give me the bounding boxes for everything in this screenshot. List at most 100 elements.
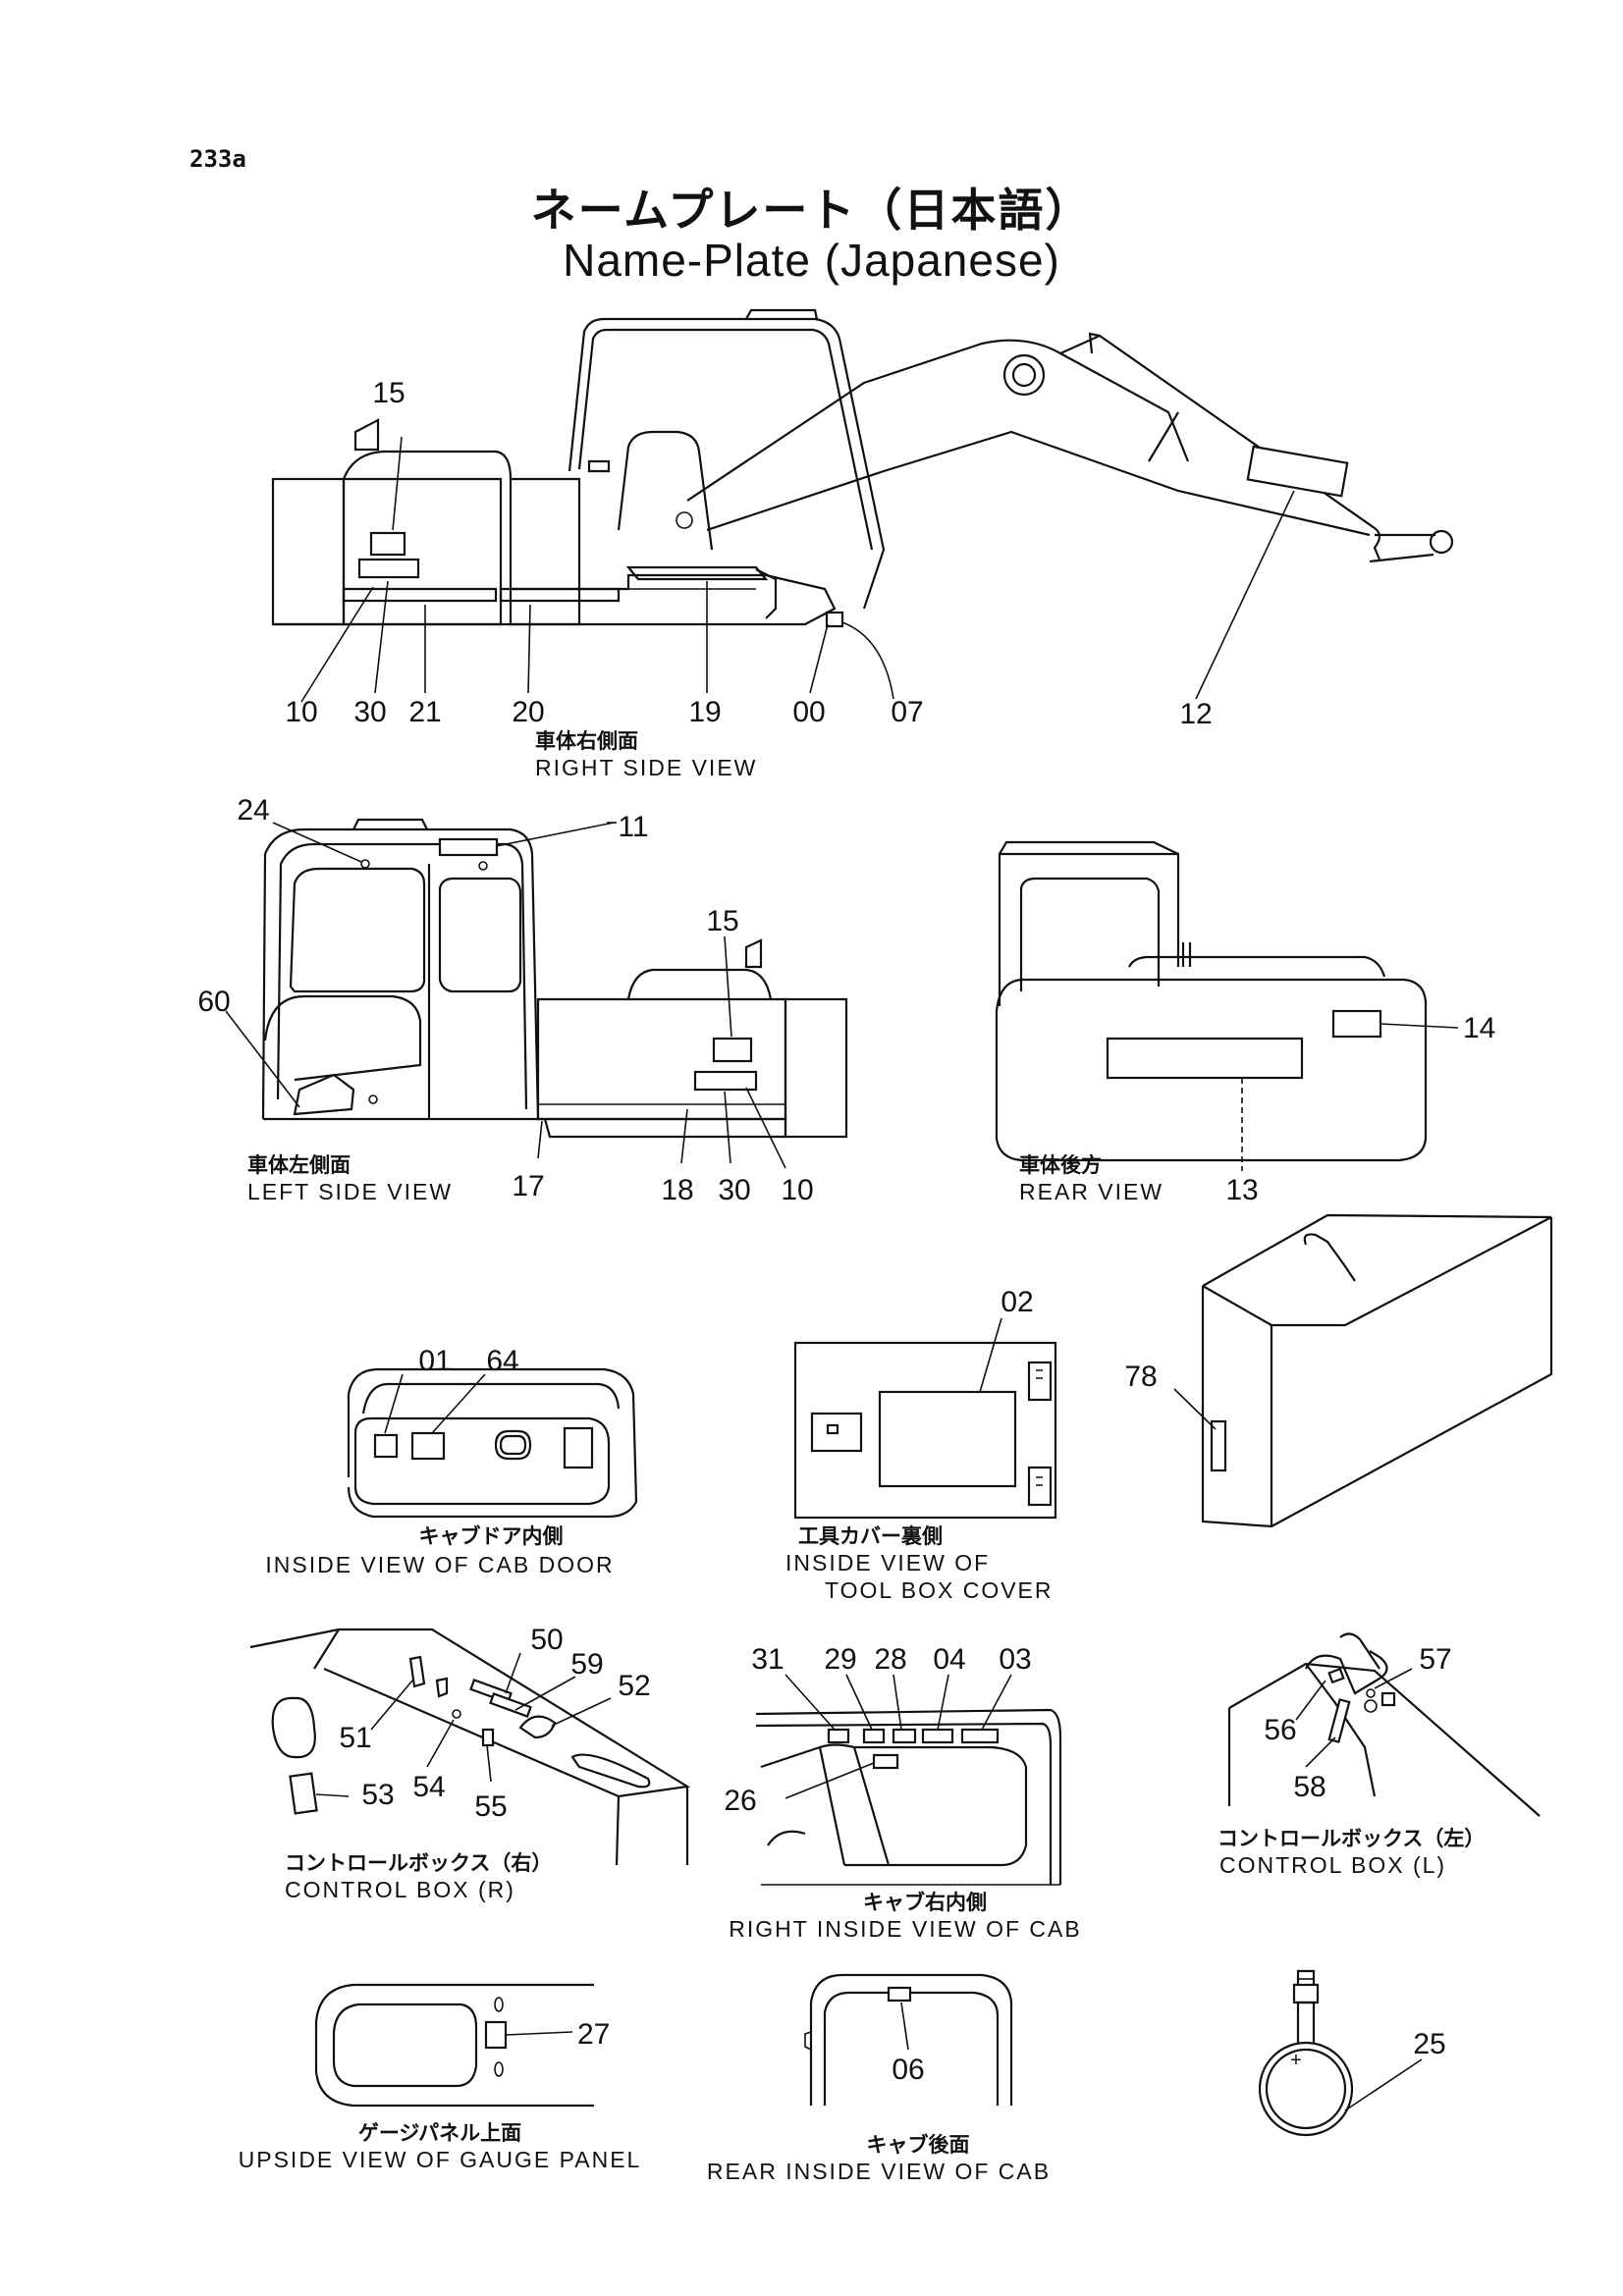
part-label: 11 bbox=[618, 811, 648, 843]
part-label: 13 bbox=[1225, 1174, 1258, 1206]
gauge-outline bbox=[314, 1983, 594, 2108]
rs-plate-30 bbox=[357, 558, 420, 579]
control-box-r-view: 50 59 52 51 54 53 55 コントロールボックス（右） CONTR… bbox=[249, 1624, 691, 1902]
title-japanese: ネームプレート（日本語） bbox=[530, 184, 1093, 237]
part-label: 30 bbox=[353, 696, 386, 728]
rs-engine-hood bbox=[342, 477, 503, 626]
part-label: 02 bbox=[1001, 1286, 1033, 1318]
ls-plate-11 bbox=[438, 837, 499, 857]
part-label: 18 bbox=[661, 1174, 693, 1206]
part-label: 60 bbox=[197, 986, 230, 1018]
caption-en-1: INSIDE VIEW OF bbox=[785, 1550, 990, 1575]
rs-plate-15 bbox=[369, 531, 406, 557]
part-label: 27 bbox=[577, 2018, 610, 2051]
ls-window-door bbox=[438, 877, 522, 993]
part-label: 21 bbox=[408, 696, 441, 728]
part-label: 00 bbox=[792, 696, 825, 728]
svg-text:+: + bbox=[1290, 2050, 1302, 2071]
cabrear-plate-06 bbox=[887, 1986, 912, 2002]
rv-plate-14 bbox=[1331, 1009, 1382, 1039]
part-label: 24 bbox=[237, 794, 269, 827]
part-label: 50 bbox=[530, 1624, 563, 1656]
caption-jp: コントロールボックス（右） bbox=[285, 1851, 552, 1875]
part-label: 29 bbox=[824, 1643, 856, 1676]
cri-plate-03 bbox=[960, 1728, 1000, 1744]
page-number: 233a bbox=[189, 145, 246, 173]
part-label: 51 bbox=[339, 1722, 371, 1754]
part-label: 12 bbox=[1179, 698, 1212, 730]
part-label: 59 bbox=[570, 1648, 603, 1681]
caption-en: RIGHT SIDE VIEW bbox=[535, 755, 757, 780]
rv-plate-13 bbox=[1106, 1037, 1304, 1080]
rv-counterweight bbox=[995, 978, 1428, 1162]
rs-plate-00 bbox=[825, 611, 844, 628]
part-label: 53 bbox=[361, 1779, 394, 1811]
ls-window-front bbox=[289, 867, 426, 993]
caption-en-2: TOOL BOX COVER bbox=[825, 1577, 1054, 1603]
cri-plate-31 bbox=[827, 1728, 850, 1744]
part-label: 56 bbox=[1264, 1714, 1296, 1746]
cbr-plate-53 bbox=[289, 1772, 318, 1815]
part-label: 26 bbox=[724, 1785, 756, 1817]
part-label: 58 bbox=[1293, 1771, 1325, 1803]
rs-plate-12 bbox=[1246, 445, 1349, 498]
rs-frame bbox=[273, 573, 837, 626]
caption-en: LEFT SIDE VIEW bbox=[247, 1179, 453, 1204]
ls-cab bbox=[261, 828, 540, 1120]
caption-jp: 工具カバー裏側 bbox=[798, 1524, 943, 1548]
cbl-plate-58 bbox=[1327, 1698, 1351, 1743]
caption-jp: 車体右側面 bbox=[535, 729, 638, 753]
control-box-l-view: 57 56 58 コントロールボックス（左） CONTROL BOX (L) bbox=[1217, 1632, 1541, 1878]
ls-counterweight bbox=[784, 997, 848, 1139]
toolbox-outline bbox=[793, 1341, 1057, 1520]
part-label: 28 bbox=[874, 1643, 906, 1676]
caption-jp: キャブ右内側 bbox=[863, 1891, 987, 1914]
part-label: 17 bbox=[512, 1170, 544, 1202]
cab-door-view: 01 64 キャブドア内側 INSIDE VIEW OF CAB DOOR bbox=[265, 1345, 638, 1577]
part-label: 03 bbox=[999, 1643, 1031, 1676]
caption-en: REAR VIEW bbox=[1019, 1179, 1163, 1204]
door-outline bbox=[347, 1367, 638, 1519]
right-side-view: 15 10 30 21 20 19 00 07 12 車体右側面 RIGHT S… bbox=[271, 308, 1454, 780]
caption-jp: ゲージパネル上面 bbox=[358, 2121, 521, 2145]
cbr-plate-55 bbox=[481, 1728, 495, 1747]
part-label: 10 bbox=[781, 1174, 813, 1206]
caption-jp: コントロールボックス（左） bbox=[1217, 1827, 1485, 1850]
caption-en: UPSIDE VIEW OF GAUGE PANEL bbox=[239, 2147, 642, 2172]
part-label: 04 bbox=[933, 1643, 965, 1676]
tag-ring-outer bbox=[1258, 2041, 1354, 2137]
door-plate-01 bbox=[373, 1433, 399, 1459]
part-label: 01 bbox=[418, 1345, 451, 1377]
cbr-top bbox=[249, 1628, 691, 1798]
part-label: 10 bbox=[285, 696, 317, 728]
cbl-plate-57 bbox=[1380, 1691, 1396, 1707]
cri-plate-29 bbox=[862, 1728, 886, 1744]
cabrear-outer bbox=[809, 1973, 1013, 2106]
part-label: 15 bbox=[372, 377, 405, 409]
caption-jp: 車体後方 bbox=[1019, 1153, 1102, 1177]
part-label: 14 bbox=[1463, 1012, 1495, 1044]
ls-plate-15 bbox=[712, 1037, 753, 1063]
cab-right-inside-view: 31 29 28 04 03 26 キャブ右内側 RIGHT INSIDE VI… bbox=[724, 1643, 1079, 1942]
box-78-view: 78 bbox=[1124, 1213, 1553, 1528]
part-label: 20 bbox=[512, 696, 544, 728]
caption-en: INSIDE VIEW OF CAB DOOR bbox=[265, 1552, 614, 1577]
cbl-top bbox=[1228, 1662, 1541, 1817]
part-label: 55 bbox=[474, 1790, 507, 1823]
caption-jp: キャブドア内側 bbox=[419, 1524, 564, 1548]
cri-rail bbox=[755, 1708, 1062, 1885]
cri-plate-26 bbox=[872, 1753, 899, 1770]
left-side-view: 24 11 60 15 17 18 30 10 車体左側面 LEFT SIDE … bbox=[197, 794, 848, 1206]
door-plate-64 bbox=[410, 1431, 446, 1461]
part-label: 15 bbox=[706, 905, 738, 937]
part-label: 54 bbox=[412, 1771, 445, 1803]
part-label: 52 bbox=[618, 1670, 650, 1702]
cbl-plate-56 bbox=[1327, 1667, 1345, 1684]
rear-view: 14 13 車体後方 REAR VIEW bbox=[995, 840, 1495, 1206]
caption-en: REAR INSIDE VIEW OF CAB bbox=[707, 2159, 1051, 2184]
cri-plate-04 bbox=[921, 1728, 954, 1744]
caption-jp: キャブ後面 bbox=[867, 2133, 970, 2157]
cri-plate-28 bbox=[892, 1728, 917, 1744]
part-label: 25 bbox=[1413, 2028, 1445, 2060]
